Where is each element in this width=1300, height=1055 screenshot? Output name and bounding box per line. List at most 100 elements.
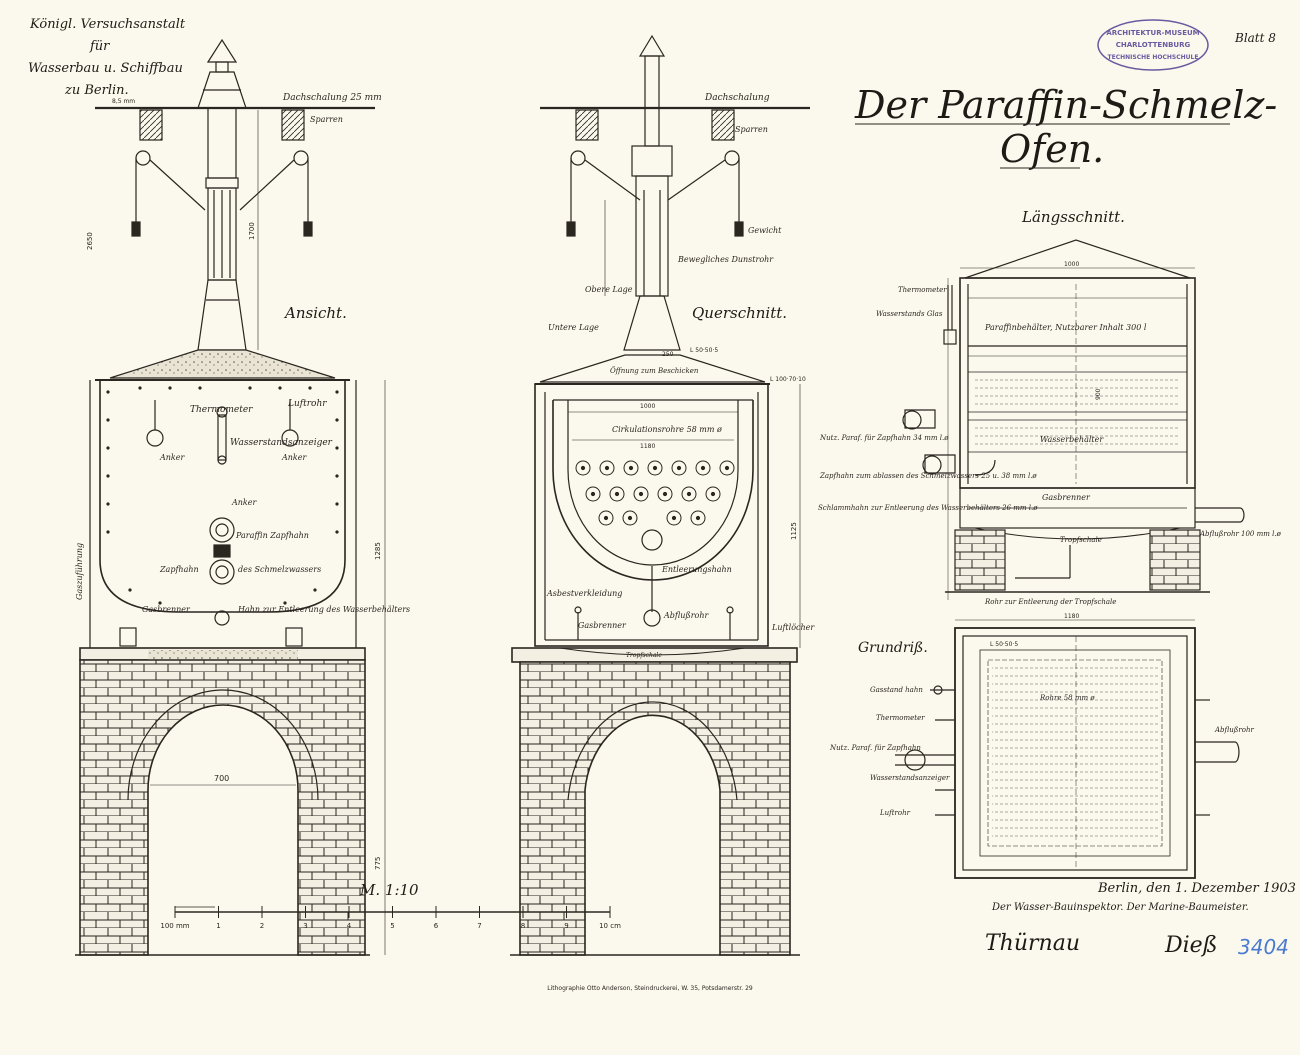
printer-credit: Lithographie Otto Anderson, Steindrucker… <box>547 985 753 992</box>
plan-view <box>895 619 1240 879</box>
circulation-tubes <box>575 460 735 526</box>
dim-cross-1180: 1180 <box>640 443 655 450</box>
scale-tick-label: 5 <box>390 922 394 930</box>
circulation-tube-center <box>686 491 692 497</box>
institution-line2: für <box>89 39 110 54</box>
lbl-plan-wasserstand: Wasserstandsanzeiger <box>870 774 950 782</box>
institution-line4: zu Berlin. <box>64 83 129 98</box>
circulation-tube-center <box>700 465 706 471</box>
dim-front-2650: 2650 <box>86 232 94 250</box>
circulation-tube <box>609 486 625 502</box>
circulation-tube-center <box>662 491 668 497</box>
dim-front-1285: 1285 <box>374 542 382 560</box>
circulation-tube <box>623 460 639 476</box>
lbl-long-glas: Wasserstands Glas <box>876 310 943 318</box>
circulation-tube <box>657 486 673 502</box>
circulation-tube <box>598 510 614 526</box>
circulation-tube-center <box>710 491 716 497</box>
circulation-tube-center <box>580 465 586 471</box>
stamp-line1: ARCHITEKTUR-MUSEUM <box>1106 29 1199 37</box>
front-view-labels: Dachschalung 25 mm Sparren Ansicht. Ther… <box>75 93 410 870</box>
dim-long-1000: 1000 <box>1064 261 1079 268</box>
lbl-long-wasserbehaelter: Wasserbehälter <box>1040 435 1104 444</box>
scale-tick-label: 1 <box>216 922 220 930</box>
circulation-tube-center <box>614 491 620 497</box>
lbl-front-zapfhahn: Zapfhahn <box>159 565 199 574</box>
lbl-plan-zapfhahn: Nutz. Paraf. für Zapfhahn <box>829 744 921 752</box>
lbl-cross-entleerungshahn: Entleerungshahn <box>661 565 732 574</box>
circulation-tube-center <box>676 465 682 471</box>
dim-cross-angle2: L 100·70·10 <box>770 376 806 383</box>
scale-tick-label: 3 <box>303 922 307 930</box>
lbl-cross-dachschalung: Dachschalung <box>704 93 770 103</box>
institution-line1: Königl. Versuchsanstalt <box>29 17 186 32</box>
lbl-cross-obere-lage: Obere Lage <box>585 285 633 294</box>
lbl-front-gasbrenner: Gasbrenner <box>142 605 191 614</box>
long-section-labels: Längsschnitt. Thermometer Wasserstands G… <box>818 208 1282 606</box>
signature-block: Berlin, den 1. Dezember 1903 Der Wasser-… <box>985 881 1296 959</box>
circulation-tube <box>681 486 697 502</box>
lbl-long-schlammhahn: Schlammhahn zur Entleerung des Wasserbeh… <box>818 504 1038 512</box>
circulation-tube <box>633 486 649 502</box>
circulation-tube-center <box>603 515 609 521</box>
dim-plan-1180: 1180 <box>1064 613 1079 620</box>
institution-line3: Wasserbau u. Schiffbau <box>28 61 183 76</box>
dim-plan-angle1: L 50·50·5 <box>990 641 1018 648</box>
front-view <box>75 38 386 956</box>
lbl-front-luftrohr: Luftrohr <box>287 399 327 409</box>
lbl-cross-bewegliches: Bewegliches Dunstrohr <box>677 255 774 264</box>
circulation-tube-center <box>724 465 730 471</box>
title-line2: Ofen. <box>1000 127 1104 171</box>
lbl-cross-oeffnung: Öffnung zum Beschicken <box>610 366 699 375</box>
lbl-front-paraffin-zapfhahn: Paraffin Zapfhahn <box>235 531 309 540</box>
lbl-plan-rohre: Rohre 58 mm ø <box>1039 694 1095 702</box>
lbl-front-anker-l: Anker <box>159 453 186 462</box>
lbl-front-anker-r: Anker <box>281 453 308 462</box>
lbl-front-thermometer: Thermometer <box>190 405 253 415</box>
main-title: Der Paraffin-Schmelz- Ofen. <box>854 83 1277 171</box>
lbl-long-zapfhahn-paraffin: Nutz. Paraf. für Zapfhahn 34 mm l.ø <box>819 434 949 442</box>
long-section <box>902 239 1245 600</box>
lbl-front-sparren: Sparren <box>310 115 343 124</box>
lbl-cross-luftloecher: Luftlöcher <box>771 623 815 632</box>
lbl-plan-gassaughahn: Gasstand hahn <box>870 686 923 694</box>
circulation-tube <box>671 460 687 476</box>
dim-cross-angle1: L 50·50·5 <box>690 347 718 354</box>
plan-view-labels: Grundriß. Gasstand hahn Thermometer Nutz… <box>829 613 1254 817</box>
lbl-cross-gewicht: Gewicht <box>748 226 782 235</box>
scale-tick-label: 9 <box>564 922 568 930</box>
signature-1: Thürnau <box>985 931 1080 956</box>
dim-front-775: 775 <box>374 857 382 870</box>
scale-tick-label: 4 <box>347 922 352 930</box>
signature-2: Dieß <box>1164 933 1217 958</box>
circulation-tube <box>622 510 638 526</box>
lbl-plan-luftrohr: Luftrohr <box>879 809 911 817</box>
circulation-tube <box>585 486 601 502</box>
lbl-long-paraffinbehaelter: Paraffinbehälter, Nutzbarer Inhalt 300 l <box>984 323 1147 332</box>
lbl-cross-abflussrohr: Abflußrohr <box>663 611 710 620</box>
circulation-tube-center <box>604 465 610 471</box>
dim-cross-1125: 1125 <box>790 522 798 540</box>
sheet-number: Blatt 8 <box>1234 31 1276 45</box>
stamp-line3: TECHNISCHE HOCHSCHULE <box>1108 54 1199 61</box>
circulation-tube <box>666 510 682 526</box>
lbl-front-wasserstand: Wasserstandsanzeiger <box>230 438 333 448</box>
view-long-title: Längsschnitt. <box>1021 208 1125 226</box>
scale-tick-label: 2 <box>260 922 264 930</box>
dim-long-900: 900 <box>1095 388 1102 400</box>
circulation-tube-center <box>695 515 701 521</box>
lbl-plan-thermometer: Thermometer <box>876 714 925 722</box>
circulation-tube <box>705 486 721 502</box>
lbl-cross-tropfschale: Tropfschale <box>626 652 662 659</box>
circulation-tube-center <box>628 465 634 471</box>
lbl-long-tropfschale: Tropfschale <box>1060 536 1102 544</box>
circulation-tube <box>599 460 615 476</box>
dim-cross-1000: 1000 <box>640 403 655 410</box>
dim-front-1700: 1700 <box>248 222 256 240</box>
stamp-line2: CHARLOTTENBURG <box>1116 41 1191 49</box>
cross-section <box>510 34 810 956</box>
institution-block: Königl. Versuchsanstalt für Wasserbau u.… <box>28 17 186 98</box>
